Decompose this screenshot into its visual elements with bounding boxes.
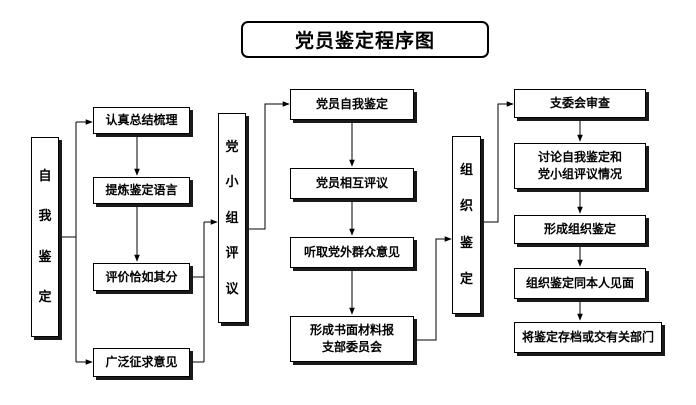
step-discuss-appraisals: 讨论自我鉴定和 党小组评议情况 xyxy=(514,143,646,189)
stage3-char: 织 xyxy=(459,199,473,215)
stage2-char: 评 xyxy=(225,246,239,261)
step-outside-opinions: 听取党外群众意见 xyxy=(290,237,414,268)
step-form-org-appraisal: 形成组织鉴定 xyxy=(514,215,646,244)
stage2-char: 小 xyxy=(225,175,239,190)
discuss-line2: 党小组评议情况 xyxy=(537,167,622,181)
diagram-title: 党员鉴定程序图 xyxy=(241,21,489,58)
stage1-char: 我 xyxy=(38,209,52,225)
written-report-line1: 形成书面材料报 xyxy=(309,323,394,337)
step-written-report: 形成书面材料报 支部委员会 xyxy=(290,316,414,362)
stage1-char: 定 xyxy=(38,290,52,306)
step-meet-member: 组织鉴定同本人见面 xyxy=(514,268,646,299)
stage2-char: 党 xyxy=(225,139,239,155)
step-committee-review: 支委会审查 xyxy=(514,89,646,118)
written-report-line2: 支部委员会 xyxy=(321,340,382,354)
stage3-char: 定 xyxy=(459,271,473,287)
discuss-line1: 讨论自我鉴定和 xyxy=(537,150,622,164)
stage1-char: 鉴 xyxy=(38,249,52,265)
stage2-char: 议 xyxy=(225,281,239,297)
stage3-char: 鉴 xyxy=(459,235,473,251)
step-member-self-appraisal: 党员自我鉴定 xyxy=(290,89,414,120)
step-solicit-opinions: 广泛征求意见 xyxy=(93,348,190,377)
step-fair-evaluation: 评价恰如其分 xyxy=(93,263,190,291)
stage-group-review: 党 小 组 评 议 xyxy=(218,113,246,323)
step-archive: 将鉴定存档或交有关部门 xyxy=(514,322,662,353)
stage1-char: 自 xyxy=(38,168,52,184)
step-summarize: 认真总结梳理 xyxy=(93,107,190,134)
stage-self-appraisal: 自 我 鉴 定 xyxy=(31,137,59,337)
stage2-char: 组 xyxy=(225,210,239,226)
stage3-char: 组 xyxy=(459,163,473,179)
step-mutual-review: 党员相互评议 xyxy=(290,168,414,199)
step-refine-language: 提炼鉴定语言 xyxy=(93,177,190,204)
stage-org-appraisal: 组 织 鉴 定 xyxy=(452,136,481,314)
